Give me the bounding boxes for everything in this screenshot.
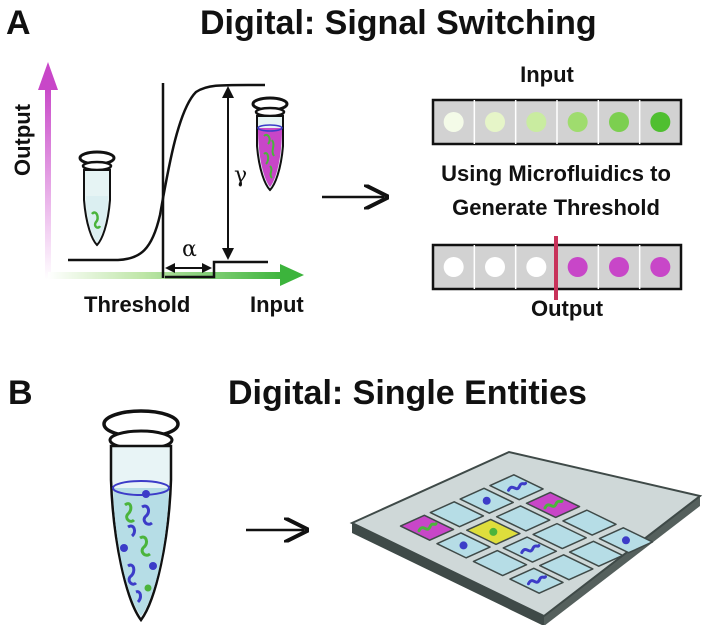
output-strip-well bbox=[650, 257, 671, 277]
gamma-arrow bbox=[222, 86, 234, 260]
panel-b-title: Digital: Single Entities bbox=[228, 374, 587, 412]
tube-low-icon bbox=[78, 150, 116, 247]
input-axis bbox=[48, 264, 304, 286]
input-strip-well bbox=[609, 112, 629, 132]
input-strip-well bbox=[526, 112, 547, 132]
panel-a: A Digital: Signal Switching Output α bbox=[6, 4, 683, 321]
output-strip-well bbox=[567, 257, 588, 277]
sigmoid-curve bbox=[68, 83, 266, 262]
entity-worm bbox=[507, 481, 528, 492]
microfluidics-text-line1: Using Microfluidics to bbox=[441, 161, 671, 186]
tray-well bbox=[568, 540, 624, 567]
output-strip-well bbox=[526, 257, 547, 277]
tray-well bbox=[562, 509, 617, 536]
entity-dot bbox=[621, 536, 630, 545]
tray-well bbox=[495, 505, 551, 532]
microfluidics-text-line2: Generate Threshold bbox=[452, 195, 660, 220]
entity-dot bbox=[482, 496, 491, 505]
entity-worm bbox=[543, 499, 564, 510]
microwell-tray bbox=[349, 450, 703, 625]
gamma-symbol: γ bbox=[234, 163, 247, 188]
tray-well bbox=[472, 549, 528, 577]
input-strip-well bbox=[650, 112, 671, 132]
output-strip-well bbox=[443, 257, 464, 277]
output-strip-well bbox=[609, 257, 629, 277]
input-strip-well bbox=[443, 112, 464, 132]
input-strip-label: Input bbox=[520, 62, 574, 87]
entity-worm bbox=[526, 575, 547, 586]
tube-high-icon bbox=[251, 96, 289, 192]
input-strip-well bbox=[485, 112, 505, 132]
panel-b: B Digital: Single Entities bbox=[8, 374, 703, 625]
output-axis-label: Output bbox=[10, 103, 35, 176]
panel-b-letter: B bbox=[8, 374, 33, 412]
output-strip bbox=[431, 236, 683, 300]
entity-worm bbox=[520, 544, 541, 555]
output-strip-label: Output bbox=[531, 296, 604, 321]
input-strip-well bbox=[567, 112, 588, 132]
alpha-symbol: α bbox=[182, 237, 197, 262]
entity-dot bbox=[489, 527, 498, 536]
panel-a-title: Digital: Signal Switching bbox=[200, 4, 597, 42]
entity-dot bbox=[459, 541, 468, 550]
alpha-arrow bbox=[165, 263, 212, 273]
panel-a-letter: A bbox=[6, 4, 31, 42]
output-strip-well bbox=[485, 257, 505, 277]
tray-well bbox=[539, 554, 594, 581]
large-tube-icon bbox=[102, 409, 180, 623]
step-function bbox=[165, 260, 268, 279]
input-axis-label: Input bbox=[250, 292, 304, 317]
tray-well bbox=[429, 501, 485, 528]
input-strip bbox=[431, 98, 683, 146]
threshold-label: Threshold bbox=[84, 292, 190, 317]
tray-well bbox=[532, 522, 587, 550]
output-axis bbox=[38, 62, 58, 280]
entity-worm bbox=[417, 522, 438, 533]
